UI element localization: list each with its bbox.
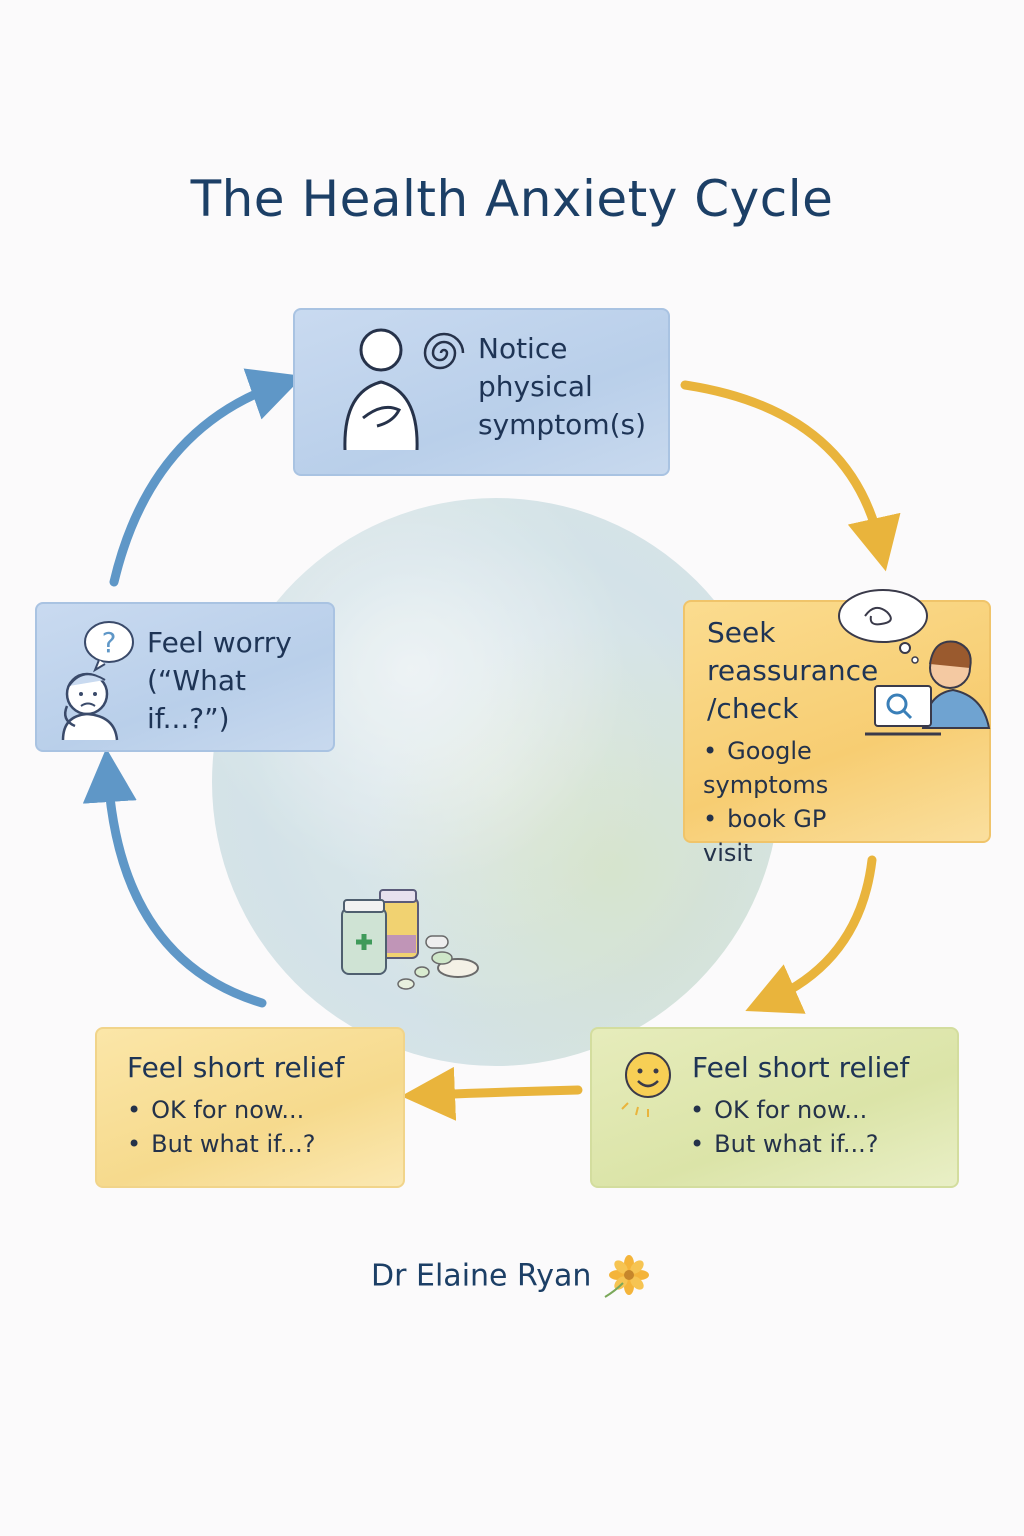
list-item: OK for now... <box>127 1093 387 1127</box>
spiral-icon <box>423 332 465 370</box>
step-worry-box: ? Feel worry (“What if...?”) <box>35 602 335 752</box>
arrow-notice-to-seek <box>680 380 901 572</box>
flower-icon <box>604 1255 649 1298</box>
arrow-seek-to-relief <box>745 855 877 1014</box>
author-signature: Dr Elaine Ryan <box>0 1255 1024 1299</box>
step-relief-right-text: Feel short relief <box>692 1051 910 1084</box>
arrow-worry-to-notice <box>109 368 304 587</box>
list-item: book GP visit <box>703 802 883 870</box>
step-worry-text: Feel worry (“What if...?”) <box>147 626 292 735</box>
step-seek-text: Seek reassurance /check <box>707 616 879 725</box>
list-item: Google symptoms <box>703 734 883 802</box>
step-relief-right-box: Feel short relief OK for now... But what… <box>590 1027 959 1188</box>
step-seek-bullets: Google symptoms book GP visit <box>703 734 883 870</box>
list-item: OK for now... <box>690 1093 940 1127</box>
page-title: The Health Anxiety Cycle <box>190 170 834 228</box>
smiley-icon <box>621 1052 671 1117</box>
worried-person-icon: ? <box>61 621 134 741</box>
arrow-relief-to-worry <box>82 748 267 1008</box>
step-relief-left-bullets: OK for now... But what if...? <box>127 1093 387 1161</box>
pill-bottles-icon <box>341 889 479 990</box>
person-icon <box>343 328 419 451</box>
author-name: Dr Elaine Ryan <box>371 1258 592 1294</box>
step-relief-right-bullets: OK for now... But what if...? <box>690 1093 940 1161</box>
arrow-relief-to-relief <box>401 1066 583 1121</box>
step-seek-box: Seek reassurance /check Google symptoms … <box>683 589 991 867</box>
step-notice-text: Notice physical symptom(s) <box>478 332 647 441</box>
svg-text:?: ? <box>102 626 117 659</box>
step-relief-left-text: Feel short relief <box>127 1051 345 1084</box>
list-item: But what if...? <box>690 1127 940 1161</box>
step-notice-box: Notice physical symptom(s) <box>293 308 670 476</box>
list-item: But what if...? <box>127 1127 387 1161</box>
person-laptop-icon <box>838 589 991 736</box>
step-relief-left-box: Feel short relief OK for now... But what… <box>95 1027 405 1188</box>
